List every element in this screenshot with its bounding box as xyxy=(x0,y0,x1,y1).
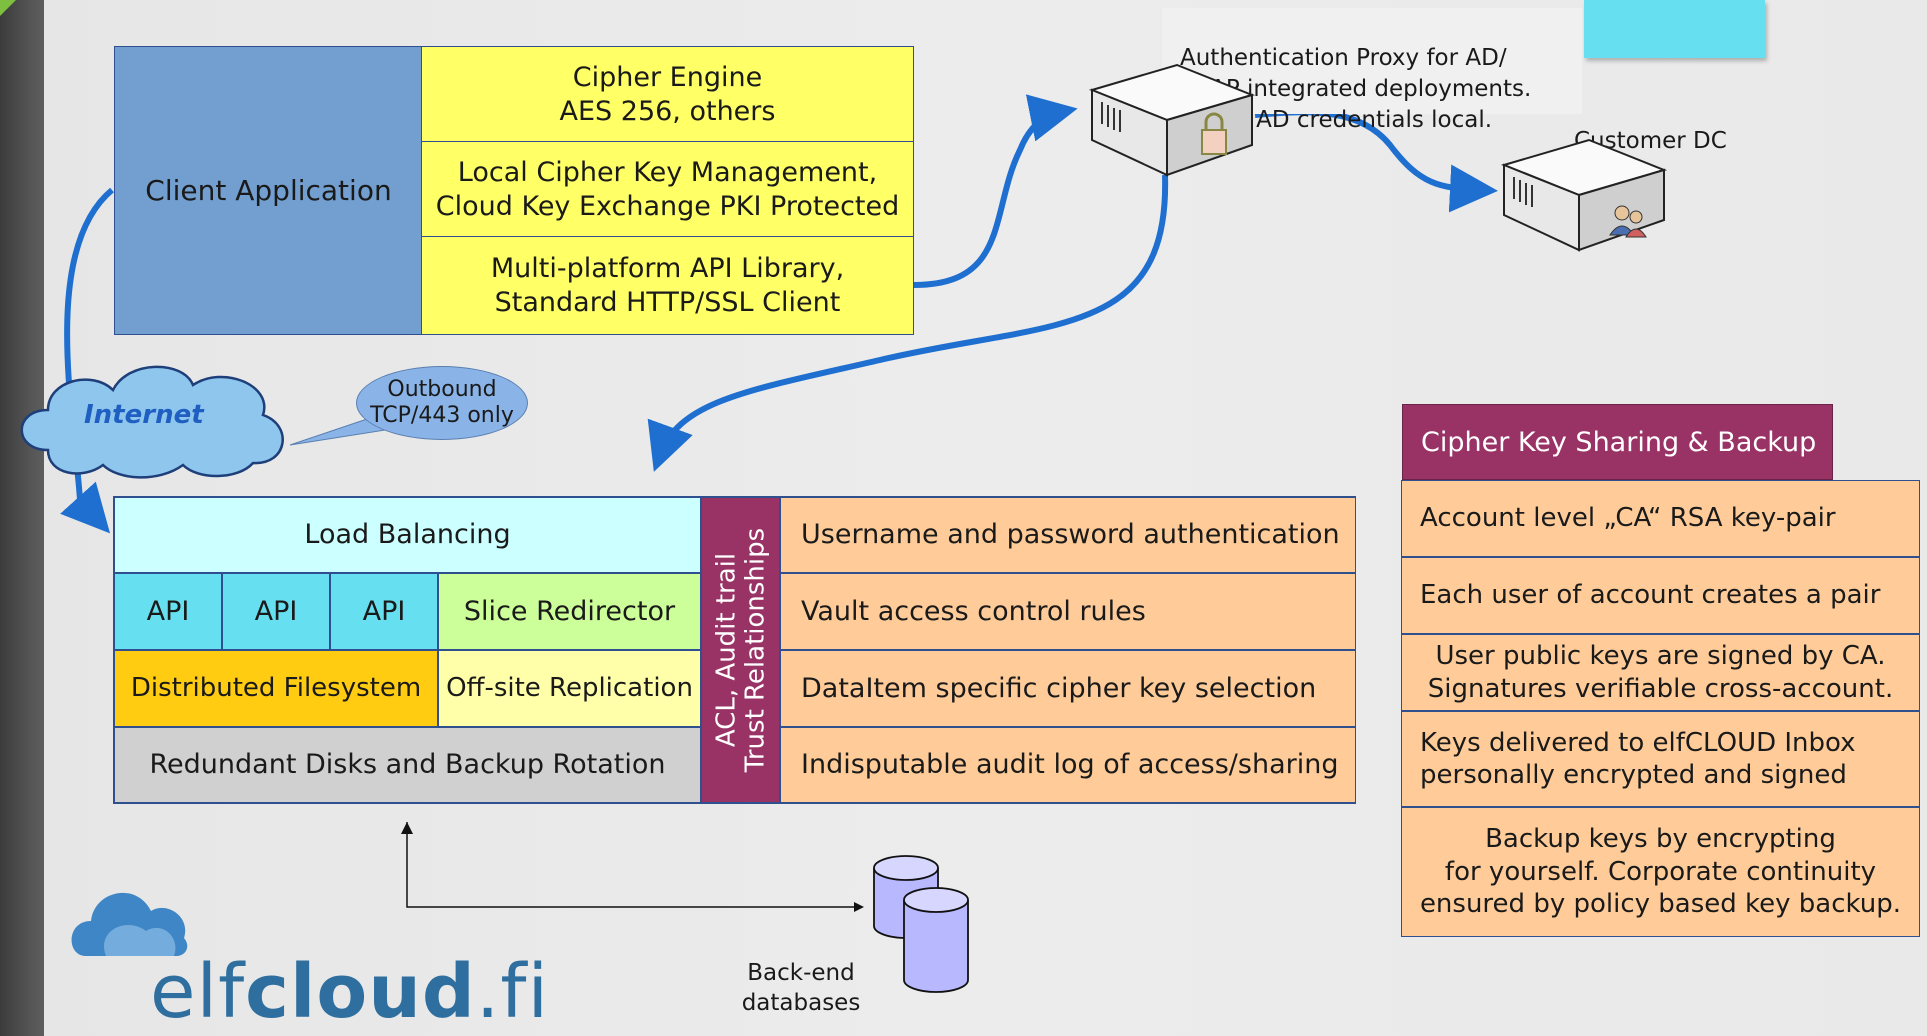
key-management-box: Local Cipher Key Management, Cloud Key E… xyxy=(421,141,914,238)
database-icon xyxy=(873,855,969,993)
proxy-to-backend-arrow xyxy=(647,174,1169,472)
api-box-2: API xyxy=(222,573,330,650)
client-to-backend-arrow xyxy=(60,187,114,534)
backend-db-connector xyxy=(406,822,864,912)
api-box-3: API xyxy=(330,573,438,650)
sharing-item-5: Backup keys by encrypting for yourself. … xyxy=(1401,807,1920,937)
client-application-box: Client Application xyxy=(114,46,423,335)
feature-row-4: Indisputable audit log of access/sharing xyxy=(780,727,1356,803)
internet-cloud-icon xyxy=(20,365,284,479)
client-application-label: Client Application xyxy=(145,174,392,207)
cipher-engine-box: Cipher Engine AES 256, others xyxy=(421,46,914,143)
proxy-server-icon xyxy=(1088,63,1256,177)
api-box-1: API xyxy=(114,573,222,650)
sharing-item-2: Each user of account creates a pair xyxy=(1401,557,1920,634)
load-balancing-box: Load Balancing xyxy=(114,497,701,573)
corner-accent xyxy=(0,0,16,16)
sharing-header: Cipher Key Sharing & Backup xyxy=(1402,404,1833,480)
slice-redirector-box: Slice Redirector xyxy=(438,573,701,650)
acl-trust-label: ACL, Audit trail Trust Relationships xyxy=(710,527,770,773)
feature-row-1: Username and password authentication xyxy=(780,497,1356,573)
sharing-item-3: User public keys are signed by CA. Signa… xyxy=(1401,634,1920,711)
outbound-callout: Outbound TCP/443 only xyxy=(356,366,528,440)
elfcloud-logo-text: elfcloud.fi xyxy=(150,949,550,1035)
sharing-item-4: Keys delivered to elfCLOUD Inbox persona… xyxy=(1401,711,1920,807)
acl-trust-band: ACL, Audit trail Trust Relationships xyxy=(701,497,780,803)
internet-label: Internet xyxy=(84,400,204,430)
customer-dc-server-icon xyxy=(1500,138,1668,252)
elfcloud-logo-icon xyxy=(71,892,188,956)
distributed-filesystem-box: Distributed Filesystem xyxy=(114,650,438,727)
feature-row-3: DataItem specific cipher key selection xyxy=(780,650,1356,727)
teal-legend-box xyxy=(1584,0,1765,58)
databases-label: Back-end databases xyxy=(741,959,861,1016)
api-to-proxy-arrow xyxy=(913,94,1078,288)
offsite-replication-box: Off-site Replication xyxy=(438,650,701,727)
left-decor-bar xyxy=(0,0,44,1036)
sharing-item-1: Account level „CA“ RSA key-pair xyxy=(1401,480,1920,557)
feature-row-2: Vault access control rules xyxy=(780,573,1356,650)
redundant-disks-box: Redundant Disks and Backup Rotation xyxy=(114,727,701,803)
api-library-box: Multi-platform API Library, Standard HTT… xyxy=(421,236,914,335)
